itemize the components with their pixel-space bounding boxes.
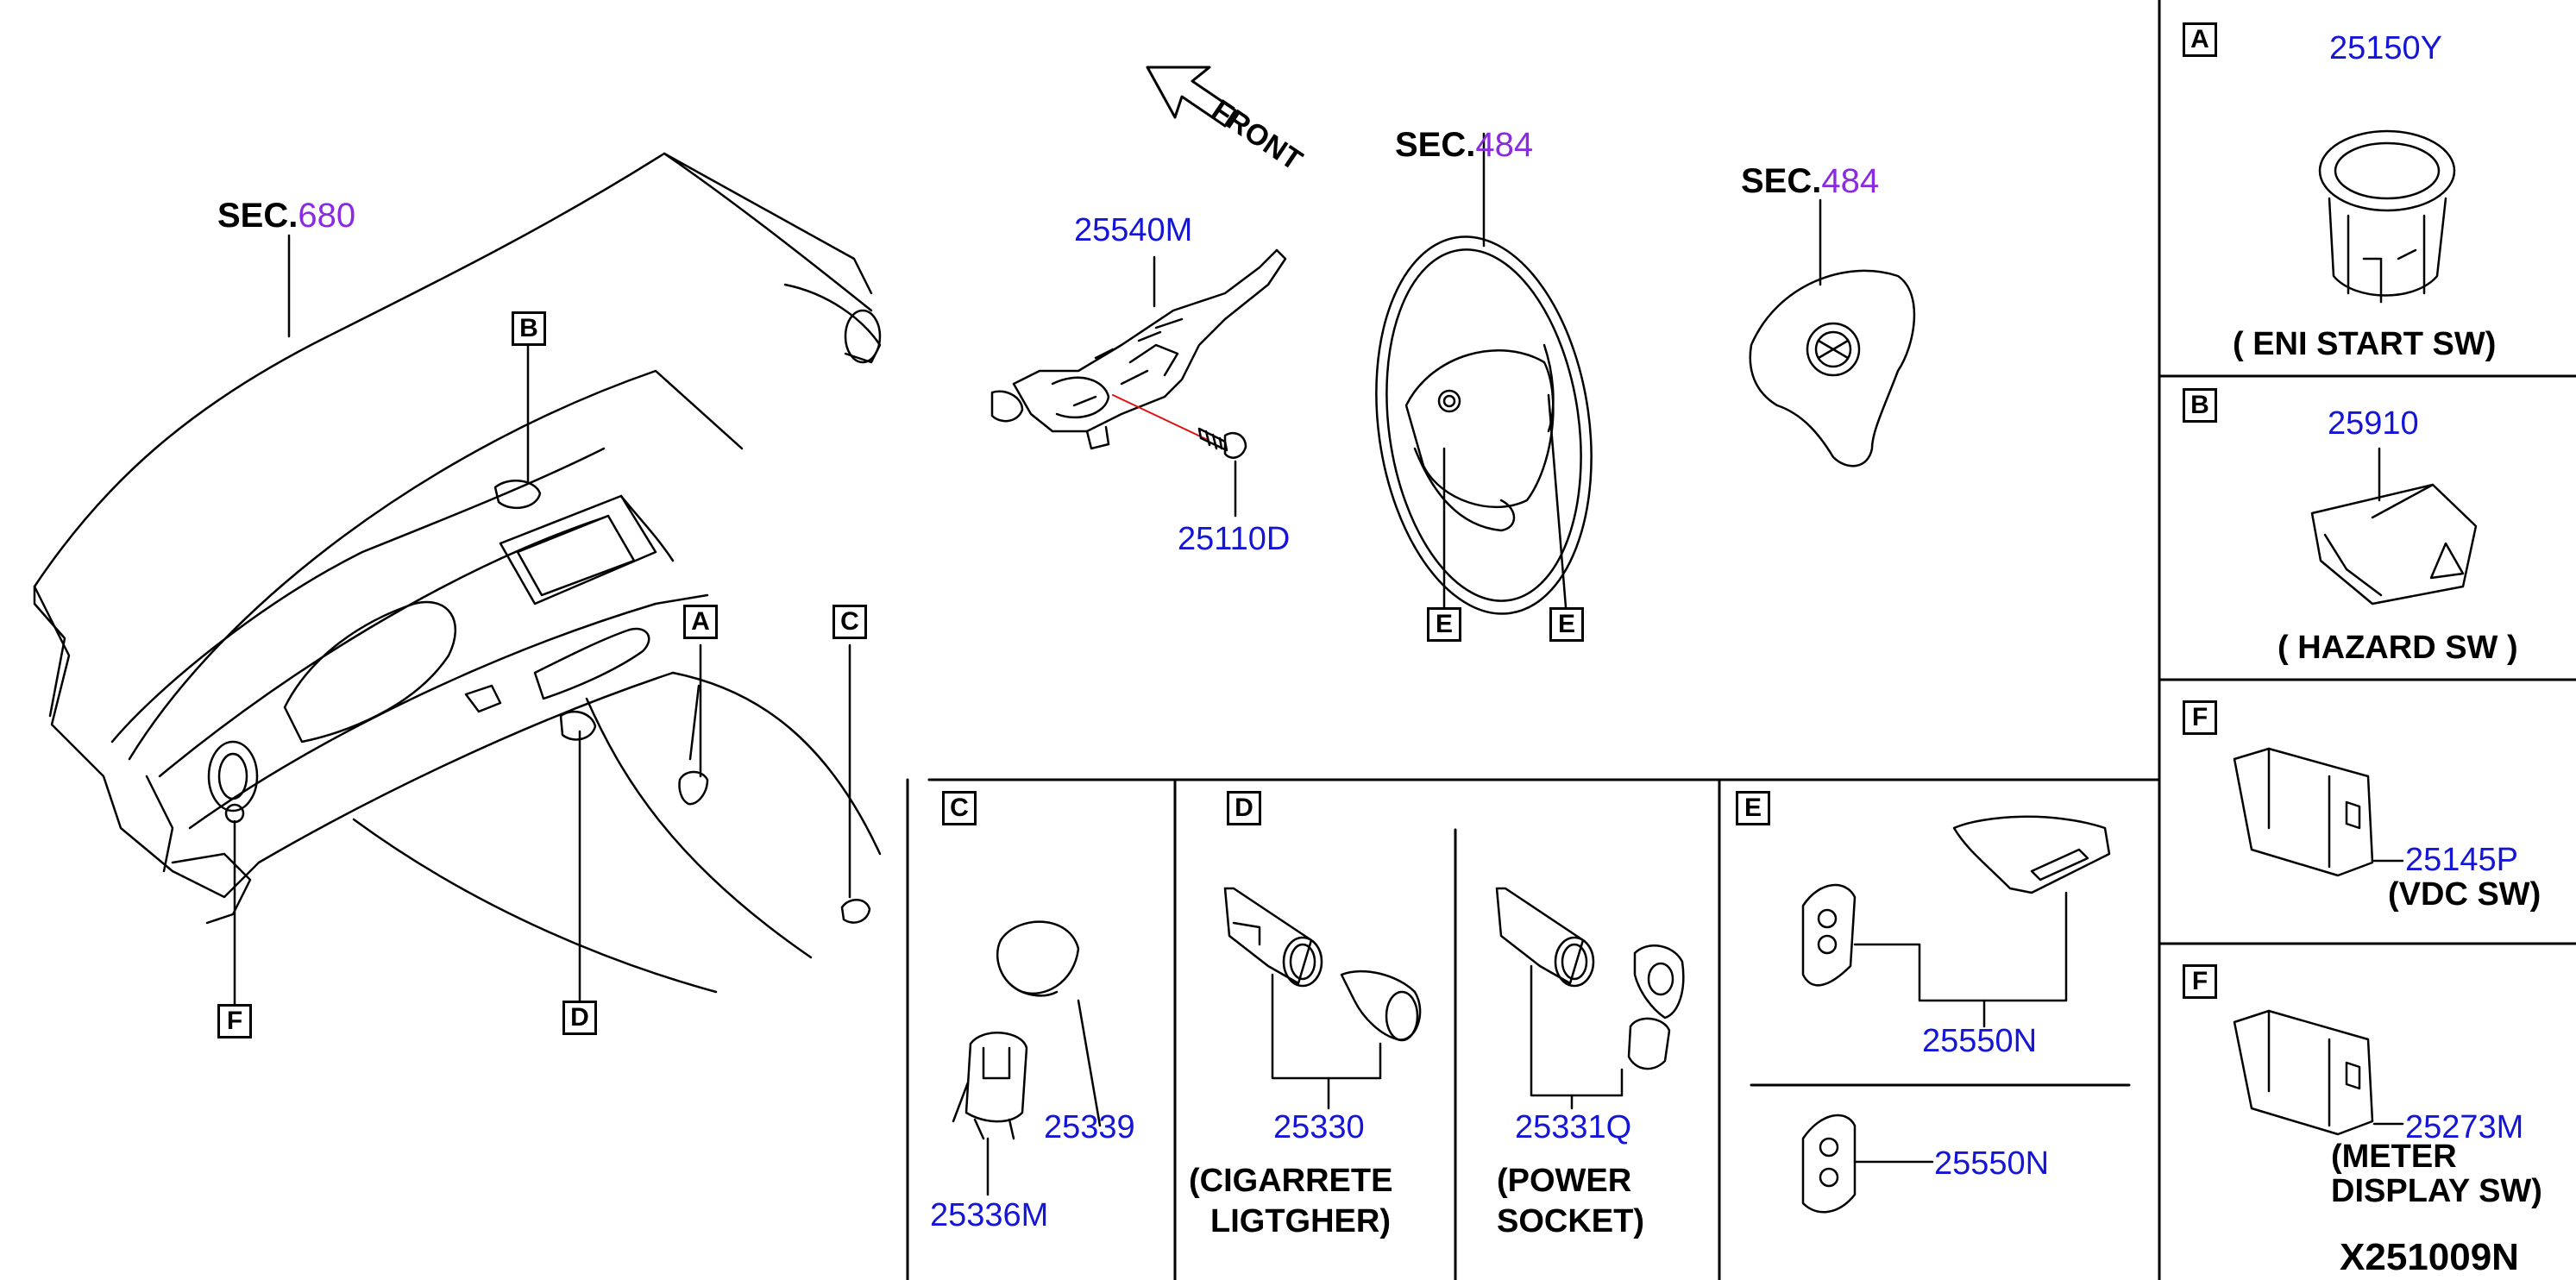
eni-start-switch-drawing [2318, 129, 2456, 304]
callout-box-b: B [512, 311, 546, 346]
caption-hazard: ( HAZARD SW ) [2278, 630, 2518, 666]
caption-power-line2: SOCKET) [1497, 1203, 1644, 1239]
section-ref-airbag: SEC.484 [1741, 162, 1880, 200]
instrument-panel-drawing [33, 152, 882, 1007]
part-number-panel-c-socket: 25336M [930, 1197, 1049, 1233]
callout-box-e-right: E [1549, 607, 1584, 642]
vdc-switch-drawing [2233, 747, 2404, 877]
part-number-screw: 25110D [1178, 521, 1291, 557]
section-number: 680 [298, 197, 356, 235]
front-arrow-icon [1146, 66, 1237, 128]
part-number-steering-sw-upper: 25550N [1922, 1023, 2038, 1059]
part-number-steering-sw-lower: 25550N [1934, 1145, 2050, 1182]
section-number: 484 [1475, 126, 1534, 164]
callout-box-f: F [217, 1004, 252, 1038]
caption-power-line1: (POWER [1497, 1163, 1632, 1199]
callout-box-a: A [683, 605, 718, 639]
section-ref-dash: SEC.680 [217, 197, 356, 235]
panel-c-drawing [952, 920, 1102, 1196]
panel-borders [906, 0, 2576, 1280]
diagram-reference-number: X251009N [2340, 1236, 2519, 1278]
caption-cig-line2: LIGTGHER) [1210, 1203, 1391, 1239]
panel-label-c: C [942, 791, 977, 825]
panel-label-a: A [2183, 22, 2217, 57]
caption-eni-start: ( ENI START SW) [2233, 326, 2497, 362]
callout-box-c: C [832, 605, 867, 639]
switch-a-blob [678, 770, 709, 806]
part-number-hazard: 25910 [2328, 405, 2419, 442]
airbag-module-drawing [1749, 198, 1916, 467]
caption-meter-line1: (METER [2331, 1139, 2457, 1175]
switch-b-blob [493, 480, 542, 509]
switch-d-blob [559, 710, 597, 741]
callout-box-e-left: E [1427, 607, 1461, 642]
part-number-vdc: 25145P [2405, 842, 2519, 878]
panel-label-f-vdc: F [2183, 700, 2217, 735]
part-number-combo-switch: 25540M [1074, 212, 1193, 248]
part-number-power-socket: 25331Q [1515, 1109, 1632, 1145]
part-number-meter-display: 25273M [2405, 1109, 2524, 1145]
panel-label-e: E [1736, 791, 1770, 825]
caption-vdc: (VDC SW) [2388, 876, 2541, 913]
part-number-cig-lighter: 25330 [1273, 1109, 1365, 1145]
caption-cig-line1: (CIGARRETE [1189, 1163, 1393, 1199]
caption-meter-line2: DISPLAY SW) [2331, 1173, 2542, 1209]
panel-label-f-meter: F [2183, 964, 2217, 999]
steering-switch-drawing [1801, 815, 2111, 1214]
hazard-switch-drawing [2310, 447, 2478, 605]
part-number-panel-c-cap: 25339 [1044, 1109, 1135, 1145]
callout-box-d: D [562, 1001, 597, 1035]
screw-drawing [1197, 427, 1247, 518]
switch-c-blob [840, 899, 871, 924]
combination-switch-drawing [990, 248, 1287, 450]
power-socket-drawing [1495, 887, 1685, 1110]
steering-wheel-drawing [1375, 132, 1593, 615]
section-number: 484 [1821, 162, 1880, 200]
cigarette-lighter-drawing [1223, 887, 1422, 1110]
meter-display-switch-drawing [2233, 1009, 2404, 1136]
panel-label-b: B [2183, 388, 2217, 423]
panel-label-d: D [1227, 791, 1261, 825]
part-number-eni-start: 25150Y [2329, 30, 2443, 66]
section-ref-wheel: SEC.484 [1395, 126, 1534, 164]
